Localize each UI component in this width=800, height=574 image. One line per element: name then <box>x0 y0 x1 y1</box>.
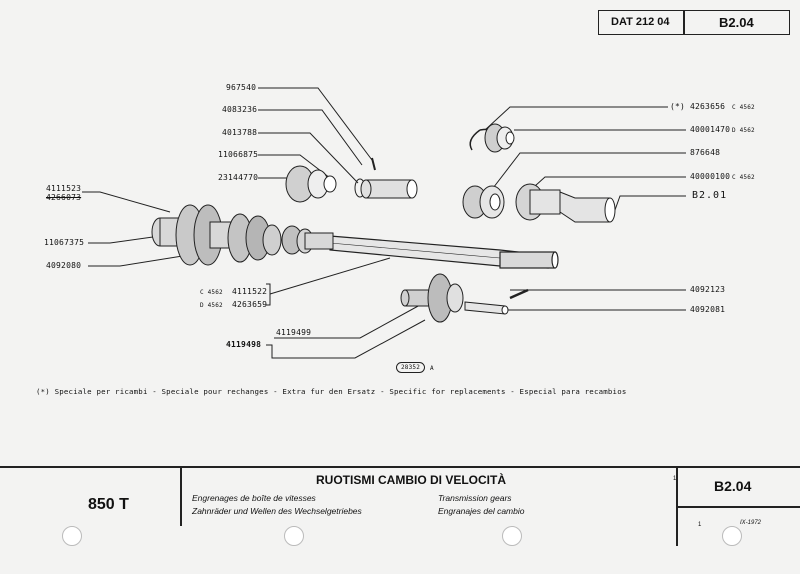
reverse-shaft-4092081 <box>464 301 509 315</box>
label-11066875: 11066875 <box>218 150 259 159</box>
binder-hole-4 <box>722 526 742 546</box>
label-40000100-suffix: C 4562 <box>732 174 755 181</box>
label-4263656: 4263656 <box>690 102 726 111</box>
label-4111523: 4111523 <box>46 184 82 193</box>
label-967540: 967540 <box>226 83 257 92</box>
gear-cluster <box>151 204 334 266</box>
title-es: Engranajes del cambio <box>438 506 525 516</box>
label-23144770: 23144770 <box>218 173 259 182</box>
binder-hole-3 <box>502 526 522 546</box>
model-name: 850 T <box>88 496 129 513</box>
label-4119499: 4119499 <box>276 328 312 337</box>
title-fr: Engrenages de boîte de vitesses <box>192 493 316 503</box>
label-40001470-suffix: D 4562 <box>732 127 755 134</box>
synchro-876648 <box>462 185 505 219</box>
leader-967540 <box>258 87 373 161</box>
label-4092080: 4092080 <box>46 261 82 270</box>
dat-code-box: DAT 212 04 <box>598 10 684 35</box>
main-shaft <box>329 235 559 269</box>
label-4263656-suffix: C 4562 <box>732 104 755 111</box>
leader-b201 <box>614 195 686 211</box>
leader-shaft <box>269 257 391 295</box>
page-code-box: B2.04 <box>684 10 790 35</box>
label-4092123: 4092123 <box>690 285 726 294</box>
page-number: 1 <box>698 522 702 528</box>
pin-4092123 <box>509 288 529 300</box>
title-en: Transmission gears <box>438 493 512 503</box>
label-c-prefix: C 4562 <box>200 289 223 296</box>
figure-letter: A <box>430 365 434 372</box>
binder-hole-1 <box>62 526 82 546</box>
leader-4119498 <box>266 319 426 359</box>
footer-code: B2.04 <box>714 478 752 494</box>
leader-4111523 <box>82 191 171 213</box>
title-de: Zahnräder und Wellen des Wechselgetriebe… <box>192 506 362 516</box>
label-40000100: 40000100 <box>690 172 731 181</box>
leader-4083236 <box>258 109 363 166</box>
exploded-gear-diagram <box>82 87 686 359</box>
reverse-gear-4119499 <box>400 273 464 323</box>
label-4119498: 4119498 <box>226 340 262 349</box>
label-star: (*) <box>670 102 686 111</box>
sheet-number: 1 <box>673 476 677 482</box>
footer: 850 T RUOTISMI CAMBIO DI VELOCITÀ Engren… <box>0 466 800 574</box>
binder-hole-2 <box>284 526 304 546</box>
label-876648: 876648 <box>690 148 721 157</box>
label-4263659: 4263659 <box>232 300 268 309</box>
section-title: RUOTISMI CAMBIO DI VELOCITÀ <box>316 473 506 487</box>
label-4092081: 4092081 <box>690 305 726 314</box>
leader-4119499 <box>274 304 421 339</box>
label-4013788: 4013788 <box>222 128 258 137</box>
label-4083236: 4083236 <box>222 105 258 114</box>
footnote: (*) Speciale per ricambi - Speciale pour… <box>36 387 627 396</box>
shaft-40000100 <box>515 183 616 223</box>
leader-4013788 <box>258 132 359 184</box>
leader-4111522 <box>266 283 271 306</box>
bushing-4083236 <box>360 179 418 199</box>
pin-967540 <box>371 157 376 171</box>
label-40001470: 40001470 <box>690 125 731 134</box>
leader-876648 <box>489 152 686 193</box>
page-code: B2.04 <box>719 15 754 30</box>
figure-number: 28352 <box>396 362 426 373</box>
leader-4263656 <box>484 106 668 131</box>
leader-11067375 <box>88 235 161 244</box>
label-b201: B2.01 <box>692 190 728 201</box>
label-11067375: 11067375 <box>44 238 85 247</box>
label-4111522: 4111522 <box>232 287 268 296</box>
label-4266073: 4266073 <box>46 193 82 202</box>
leader-4092080 <box>88 253 196 267</box>
label-d-prefix: D 4562 <box>200 302 223 309</box>
bearing-40001470 <box>484 123 515 153</box>
dat-code: DAT 212 04 <box>611 16 670 28</box>
bearing-23144770 <box>285 165 337 203</box>
issue-date: IX-1972 <box>740 520 762 526</box>
